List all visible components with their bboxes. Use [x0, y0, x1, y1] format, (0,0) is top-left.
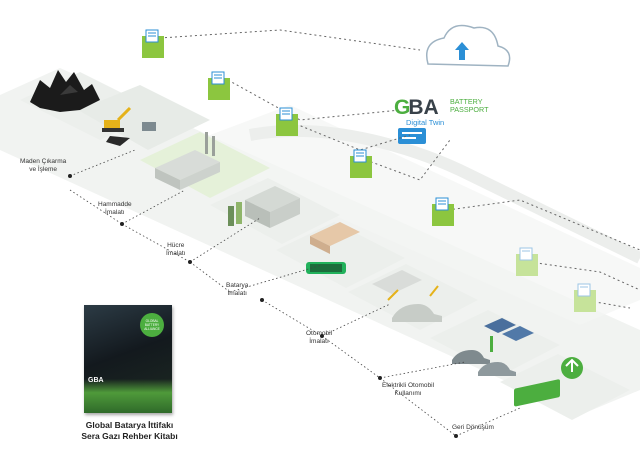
logo-letters: BA — [408, 96, 439, 119]
recycling-area — [514, 357, 583, 407]
stage-label-raw-material: Hammadde İmalatı — [98, 201, 132, 217]
stage-label-line: Hücre — [167, 242, 185, 249]
stage-label-vehicle: Otomobil İmalatı — [306, 330, 332, 346]
stage-label-line: İmalatı — [227, 290, 247, 297]
logo-tagline-line2: PASSPORT — [450, 105, 489, 114]
battery-icon — [514, 379, 560, 407]
stage-label-battery: Batarya İmalatı — [226, 282, 248, 298]
badge-line: GLOBAL — [145, 319, 159, 323]
stage-dots — [68, 174, 458, 438]
document-folder-icon — [276, 107, 298, 136]
guidebook-title-line2: Sera Gazı Rehber Kitabı — [81, 431, 178, 441]
tile-mining-equipment — [78, 85, 210, 150]
cover-grass — [84, 379, 172, 413]
guidebook-title: Global Batarya İttifakı Sera Gazı Rehber… — [62, 420, 197, 442]
stage-label-mining: Maden Çıkarma ve İşleme — [20, 158, 66, 174]
document-folder-icon — [142, 29, 164, 58]
battery-passport-card-icon — [398, 128, 426, 144]
document-folder-icon — [432, 197, 454, 226]
alliance-badge-icon: GLOBAL BATTERY ALLIANCE — [140, 313, 164, 337]
car-assembly-icon — [372, 270, 442, 322]
stage-label-line: İmalatı — [105, 209, 125, 216]
stage-label-line: Batarya — [226, 282, 249, 289]
document-folder-icon — [574, 283, 596, 312]
stage-label-line: Maden Çıkarma — [20, 158, 67, 165]
cell-factory-icon — [228, 186, 300, 228]
stage-label-line: İmalatı — [309, 338, 329, 345]
logo-tagline-line1: BATTERY — [450, 97, 483, 106]
raw-material-factory-icon — [155, 132, 220, 190]
logo-mark: G — [394, 96, 411, 119]
stage-label-line: Otomobil — [306, 330, 333, 337]
battery-factory-icon — [306, 222, 360, 274]
document-folder-icons — [142, 29, 596, 312]
guidebook-title-line1: Global Batarya İttifakı — [85, 420, 174, 430]
tile-recycling — [500, 354, 630, 420]
cover-logo: GBA — [88, 377, 104, 384]
tile-ev-use — [430, 310, 560, 375]
stage-label-cell: Hücre İmalatı — [166, 242, 186, 258]
stage-label-ev-use: Elektrikli Otomobil Kullanımı — [382, 382, 434, 398]
mine-rocks-icon — [30, 70, 100, 112]
cloud-upload-icon — [426, 24, 511, 67]
stage-label-line: İmalatı — [166, 250, 186, 257]
stage-label-line: Kullanımı — [394, 390, 422, 397]
excavator-icon — [102, 106, 156, 146]
data-flow-lines — [159, 29, 640, 309]
stage-label-recycling: Geri Dönüşüm — [452, 424, 494, 432]
logo-tagline: BATTERY PASSPORT — [450, 98, 488, 114]
guidebook-cover: GLOBAL BATTERY ALLIANCE GBA — [84, 305, 172, 413]
document-folder-icon — [350, 149, 372, 178]
ev-charging-icon — [452, 318, 534, 376]
gba-battery-passport-logo: GBA BATTERY PASSPORT Digital Twin — [394, 96, 488, 127]
tile-battery — [276, 222, 405, 288]
badge-line: ALLIANCE — [144, 327, 160, 331]
badge-line: BATTERY — [144, 323, 160, 327]
document-folder-icon — [516, 247, 538, 276]
stage-label-line: Geri Dönüşüm — [452, 424, 494, 431]
document-folder-icon — [208, 71, 230, 100]
stage-leader-lines — [69, 149, 521, 437]
digital-twin-label: Digital Twin — [406, 118, 445, 127]
stage-label-line: Hammadde — [98, 201, 132, 208]
stage-label-line: ve İşleme — [29, 166, 58, 173]
stage-label-line: Elektrikli Otomobil — [382, 382, 435, 389]
